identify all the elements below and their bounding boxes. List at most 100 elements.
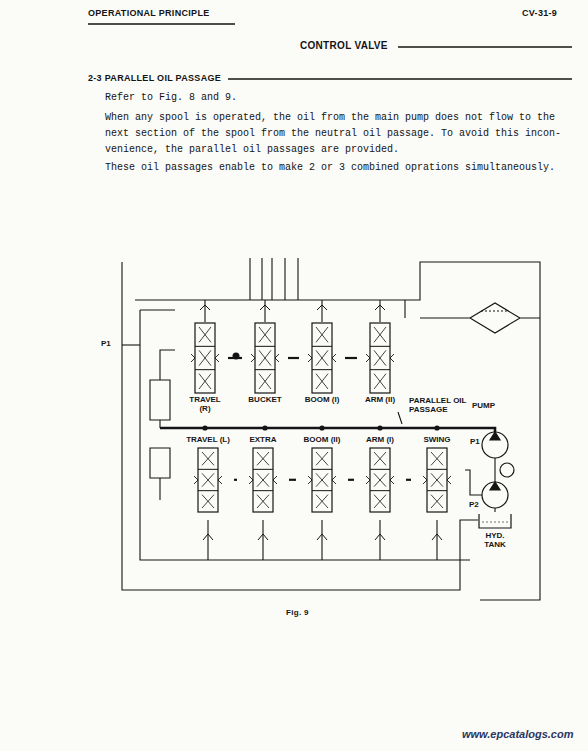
pump-symbol [482, 432, 514, 508]
spool-stroke [253, 490, 273, 491]
spool-stroke [316, 452, 328, 465]
parallel-connector [234, 479, 237, 481]
spool-section: BOOM (II) [296, 436, 348, 513]
spool-stroke [312, 346, 332, 347]
spool-stroke [316, 473, 328, 486]
body-text: When any spool is operated, the oil from… [105, 110, 563, 158]
spool-symbol [190, 322, 220, 394]
spool-stroke [316, 350, 328, 365]
spool-label: BUCKET [248, 396, 281, 405]
schematic-stroke [160, 350, 175, 380]
spool-section: SWING [411, 436, 463, 513]
schematic-stroke [500, 463, 514, 477]
spool-stroke [198, 469, 218, 470]
spool-stroke [370, 369, 390, 370]
schematic-stroke [319, 425, 324, 430]
spool-stroke [431, 452, 443, 465]
schematic-stroke [202, 425, 207, 430]
parallel-connector [228, 357, 242, 359]
spool-symbol [307, 447, 337, 513]
schematic-stroke [88, 23, 235, 24]
parallel-connector [289, 479, 296, 481]
spool-stroke [312, 490, 332, 491]
spool-stroke [257, 494, 269, 507]
parallel-connector [288, 357, 299, 359]
schematic-stroke [398, 412, 402, 424]
section-heading: 2-3 PARALLEL OIL PASSAGE [88, 73, 221, 83]
spool-label: EXTRA [249, 436, 276, 445]
spool-stroke [312, 469, 332, 470]
schematic-stroke [200, 305, 385, 310]
spool-label: TRAVEL (R) [187, 396, 223, 414]
spool-stroke [249, 476, 277, 484]
port-label: P1 [100, 339, 112, 348]
schematic-stroke [140, 310, 470, 560]
port-label: P2 [468, 500, 480, 509]
spool-stroke [316, 374, 328, 389]
spool-stroke [482, 522, 508, 523]
spool-stroke [366, 476, 394, 484]
spool-symbol [365, 447, 395, 513]
spool-section: TRAVEL (R) [182, 322, 228, 414]
spool-stroke [370, 323, 390, 393]
spool-symbol [248, 447, 278, 513]
tank-label: HYD. TANK [480, 532, 510, 550]
spool-stroke [370, 448, 390, 512]
spool-section: ARM (I) [354, 436, 406, 513]
spool-label: ARM (II) [365, 396, 395, 405]
spool-section: EXTRA [237, 436, 289, 513]
schematic-stroke [377, 425, 382, 430]
spool-stroke [427, 448, 447, 512]
spool-stroke [312, 323, 332, 393]
schematic-stroke [490, 432, 500, 440]
page-number: CV-31-9 [522, 8, 557, 18]
schematic-stroke [490, 482, 500, 490]
spool-stroke [374, 473, 386, 486]
spool-stroke [308, 476, 336, 484]
schematic-stroke [482, 432, 508, 458]
schematic-stroke [482, 482, 508, 508]
parallel-connector [345, 357, 357, 359]
check-valve-symbols [200, 305, 442, 540]
pump-label: PUMP [471, 401, 496, 410]
junction-dots [202, 353, 439, 431]
spool-symbol [422, 447, 452, 513]
schematic-stroke [262, 425, 267, 430]
spool-symbol [307, 322, 337, 394]
spool-stroke [259, 350, 271, 365]
spool-stroke [374, 327, 386, 342]
schematic-stroke [465, 470, 482, 495]
spool-stroke [255, 323, 275, 393]
spool-stroke [374, 452, 386, 465]
parallel-connector [406, 479, 411, 481]
schematic-stroke [203, 534, 442, 540]
schematic-stroke [150, 380, 170, 500]
spool-stroke [191, 354, 219, 362]
spool-stroke [194, 476, 222, 484]
body-text: These oil passages enable to make 2 or 3… [105, 160, 563, 176]
spool-stroke [199, 350, 211, 365]
port-label: P1 [469, 437, 481, 446]
hydraulic-lines [122, 258, 540, 600]
spool-stroke [312, 369, 332, 370]
schematic-stroke [160, 428, 495, 432]
schematic-stroke [122, 262, 478, 590]
spool-stroke [202, 473, 214, 486]
tank-outline [477, 512, 513, 530]
spool-section: BOOM (I) [299, 322, 345, 405]
spool-stroke [312, 448, 332, 512]
spool-section: BUCKET [242, 322, 288, 405]
schematic-stroke [398, 46, 572, 47]
schematic-stroke [208, 520, 437, 560]
spool-stroke [257, 452, 269, 465]
page-title: CONTROL VALVE [300, 40, 388, 52]
spool-stroke [195, 323, 215, 393]
schematic-stroke [481, 310, 509, 311]
spool-stroke [255, 346, 275, 347]
spool-stroke [431, 494, 443, 507]
schematic-stroke [228, 78, 572, 79]
spool-label: BOOM (I) [305, 396, 340, 405]
spool-stroke [366, 354, 394, 362]
spool-stroke [198, 448, 218, 512]
spool-stroke [257, 473, 269, 486]
